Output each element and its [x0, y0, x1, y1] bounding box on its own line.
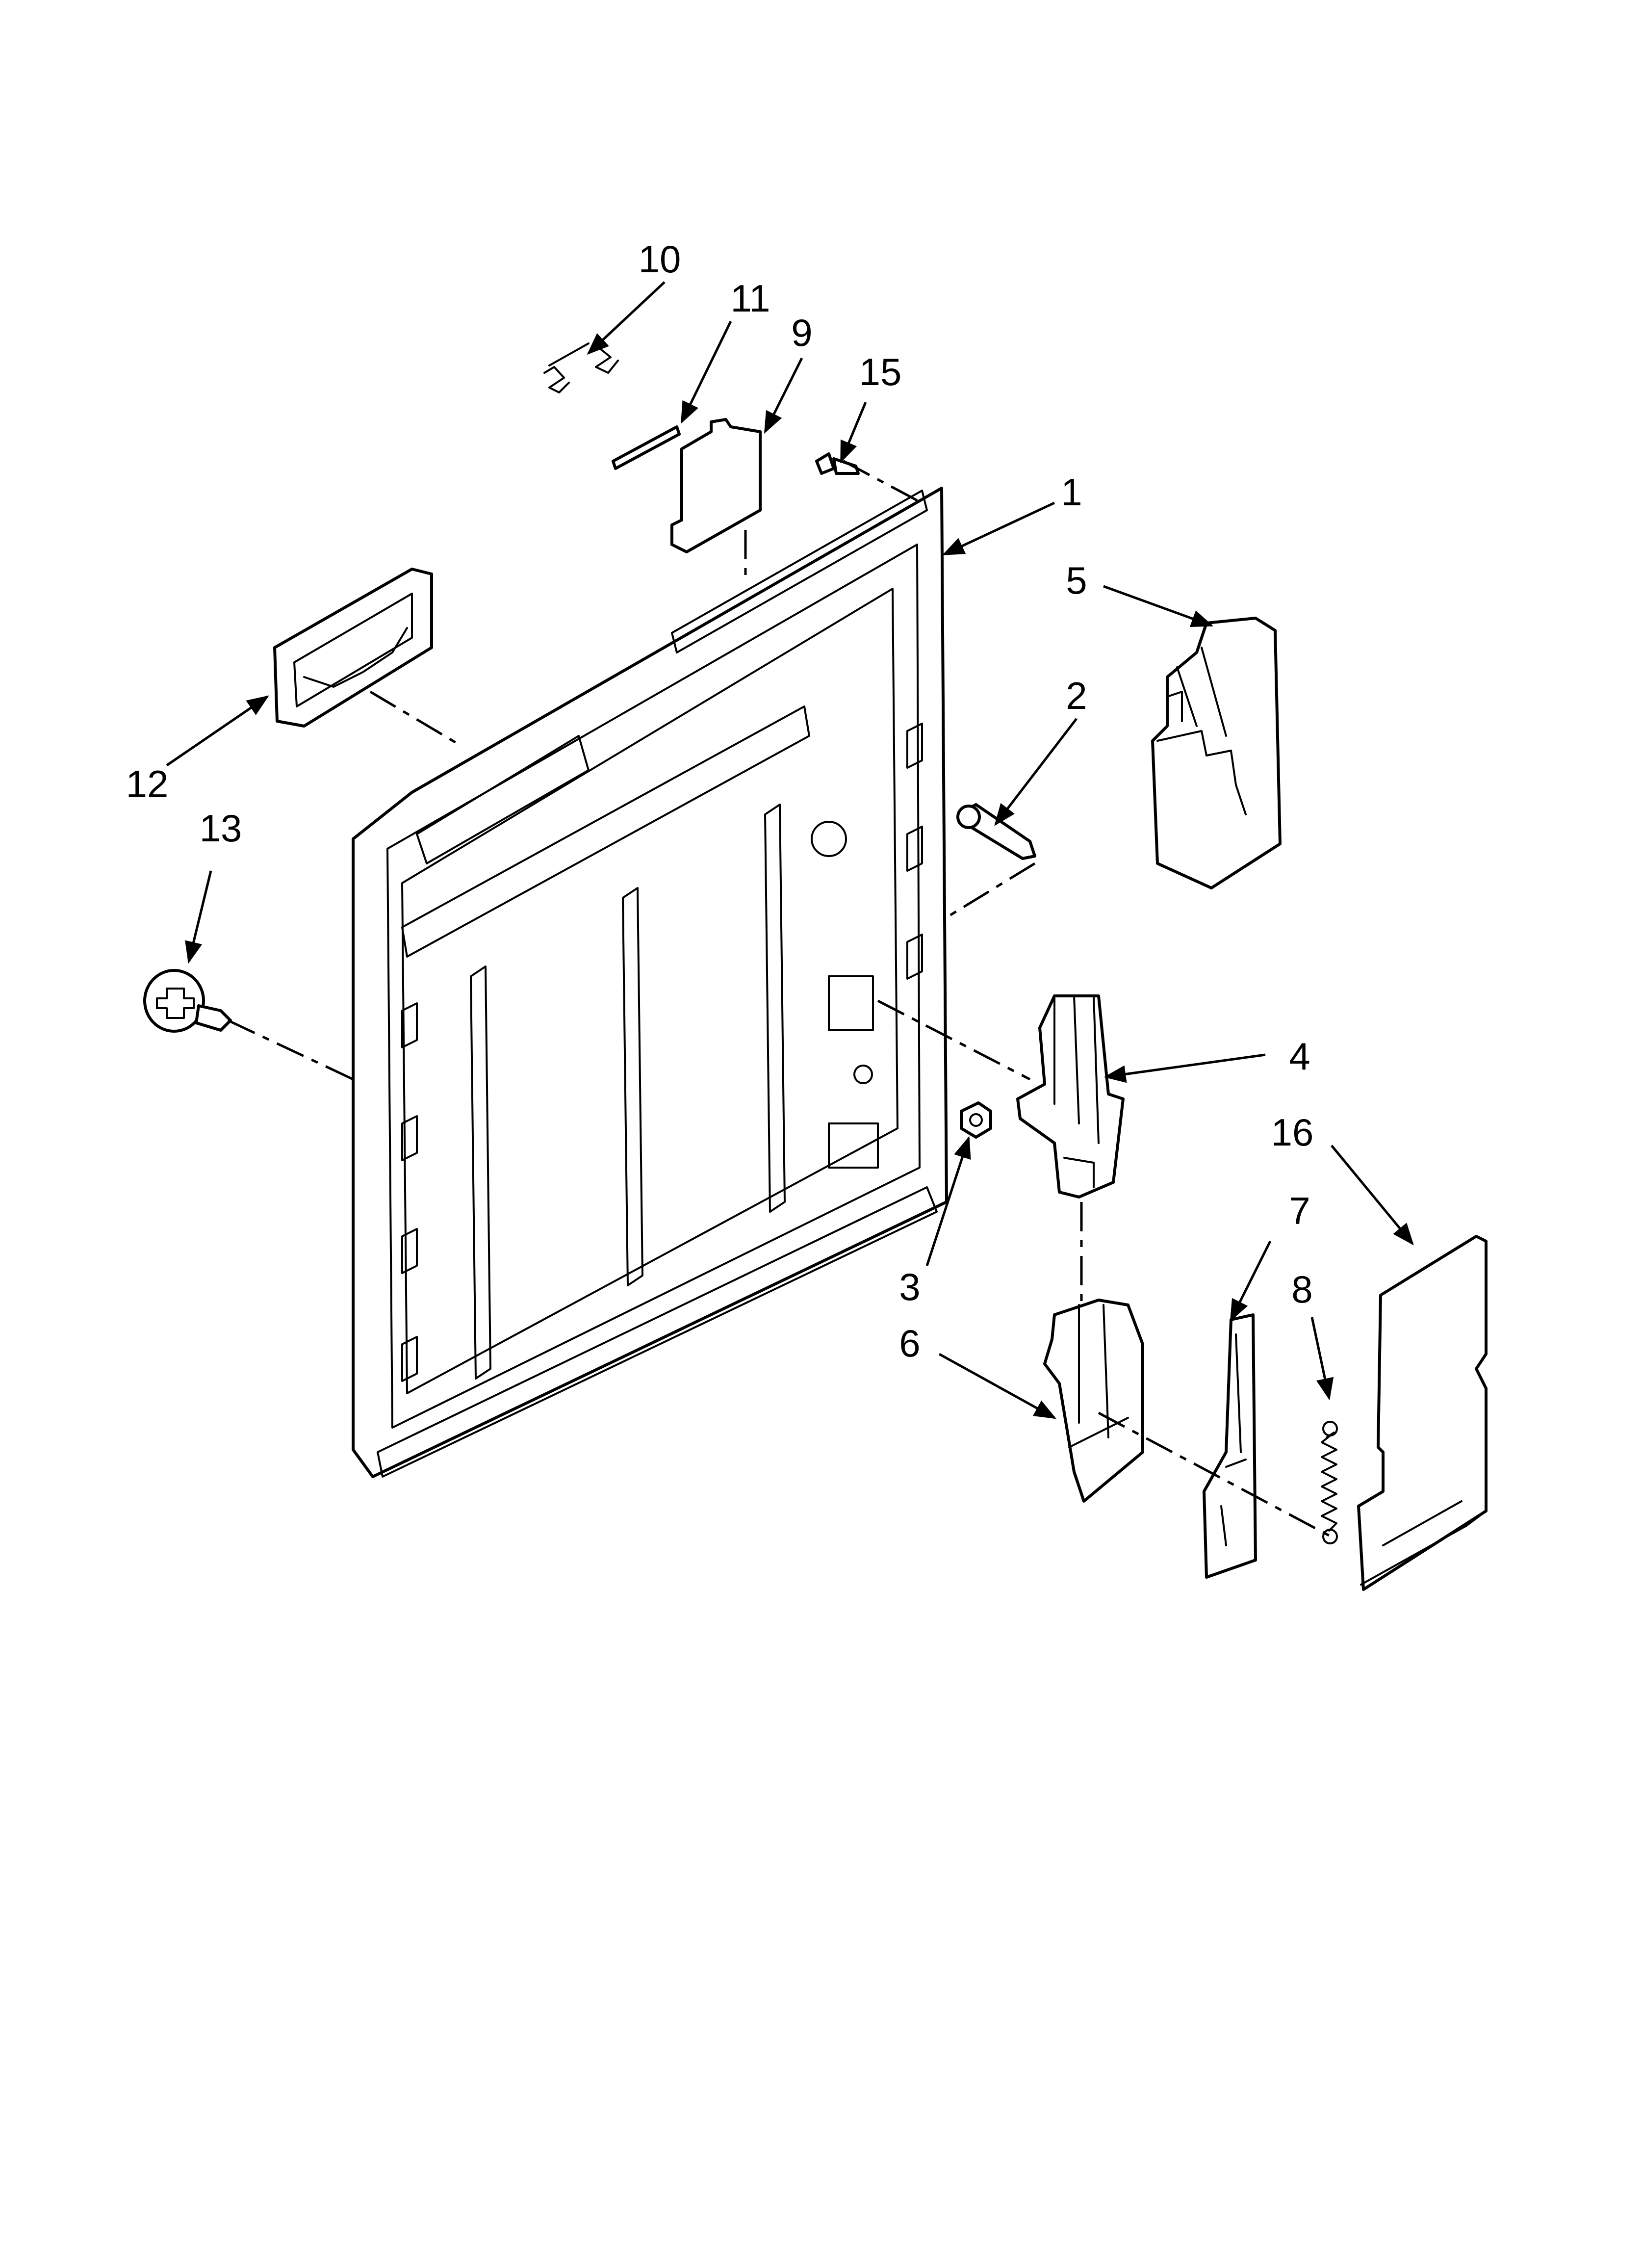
callout-7: 7 [1289, 1189, 1310, 1232]
callout-9: 9 [791, 311, 812, 354]
pin-part-2 [956, 803, 1036, 860]
callout-3: 3 [899, 1265, 920, 1308]
callout-4: 4 [1289, 1035, 1310, 1078]
rod-part-11 [612, 425, 681, 470]
latch-lower-part-6 [1043, 1299, 1144, 1503]
callout-8: 8 [1291, 1268, 1312, 1311]
springs-part-10 [543, 342, 619, 393]
callout-1: 1 [1061, 470, 1082, 514]
knob-clip-part-13 [143, 969, 232, 1033]
callout-2: 2 [1066, 674, 1087, 717]
callout-16: 16 [1271, 1111, 1314, 1154]
inner-door-panel-part-1 [352, 487, 948, 1478]
callout-15: 15 [859, 350, 902, 393]
handle-insert-part-12 [273, 568, 433, 728]
screw-part-15 [815, 452, 860, 475]
callout-11: 11 [731, 277, 770, 320]
assembly-lines [227, 460, 1330, 1537]
callout-6: 6 [899, 1322, 920, 1365]
callout-13: 13 [200, 807, 242, 850]
callout-5: 5 [1066, 559, 1087, 602]
callout-10: 10 [639, 237, 681, 281]
nut-part-3 [960, 1101, 992, 1139]
switch-housing-part-5 [1151, 617, 1282, 889]
side-panel-part-16 [1357, 1235, 1488, 1591]
cover-plate-part-9 [670, 418, 762, 553]
latch-upper-part-4 [1016, 994, 1125, 1199]
callout-labels: 10 11 9 15 1 5 2 12 13 4 16 7 8 3 6 [126, 237, 1314, 1365]
spring-part-8 [1321, 1421, 1338, 1544]
slide-bar-part-7 [1203, 1313, 1257, 1579]
callout-12: 12 [126, 762, 169, 806]
leader-lines [166, 281, 1414, 1419]
